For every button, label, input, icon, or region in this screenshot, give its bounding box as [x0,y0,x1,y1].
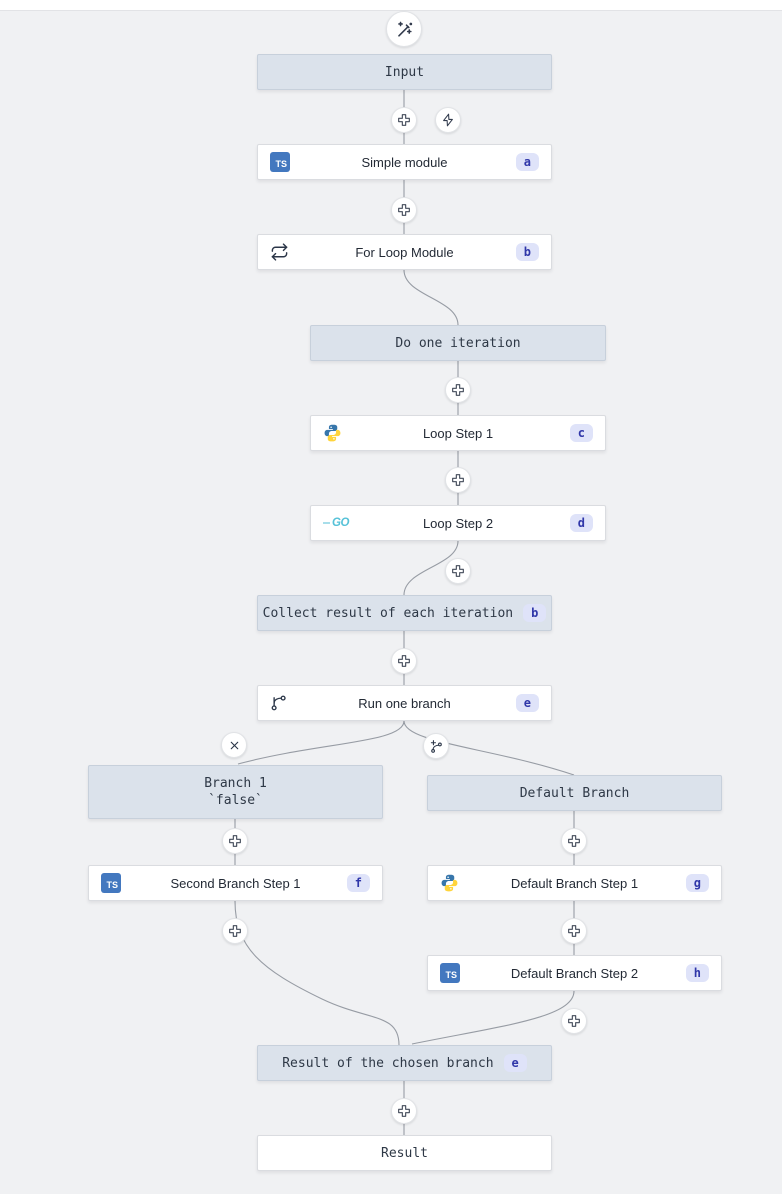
branch-condition: `false` [208,793,263,808]
insert-step-button[interactable] [445,377,471,403]
plus-icon [396,202,412,218]
node-label: Default Branch [519,785,630,801]
insert-step-button[interactable] [561,1008,587,1034]
node-default-branch-step-1[interactable]: Default Branch Step 1 g [427,865,722,901]
node-result[interactable]: Result [257,1135,552,1171]
typescript-icon: TS [270,152,290,172]
insert-step-button[interactable] [561,918,587,944]
node-label: Run one branch [358,695,451,711]
git-branch-icon [270,694,288,712]
insert-step-button[interactable] [222,828,248,854]
node-second-branch-step-1[interactable]: TS Second Branch Step 1 f [88,865,383,901]
node-for-loop-module[interactable]: For Loop Module b [257,234,552,270]
node-badge: e [515,694,539,712]
node-label: Do one iteration [395,335,521,351]
node-do-one-iteration[interactable]: Do one iteration [310,325,606,361]
insert-step-button[interactable] [561,828,587,854]
plus-icon [396,653,412,669]
node-label: For Loop Module [355,244,454,260]
add-branch-button[interactable] [423,733,449,759]
node-collect-result[interactable]: Collect result of each iteration b [257,595,552,631]
node-result-of-chosen-branch[interactable]: Result of the chosen branch e [257,1045,552,1081]
node-badge: b [515,243,539,261]
node-input[interactable]: Input [257,54,552,90]
ai-wand-button[interactable] [386,11,422,47]
node-badge: g [685,874,709,892]
branch-title: Branch 1 [204,776,267,791]
trigger-button[interactable] [435,107,461,133]
typescript-icon: TS [440,963,460,983]
plus-icon [450,472,466,488]
node-branch-1[interactable]: Branch 1 `false` [88,765,383,819]
insert-step-button[interactable] [391,197,417,223]
insert-step-button[interactable] [391,648,417,674]
golang-icon: GO [323,517,349,529]
node-label: Input [384,64,425,80]
remove-branch-button[interactable] [221,732,247,758]
plus-icon [566,833,582,849]
node-loop-step-1[interactable]: Loop Step 1 c [310,415,606,451]
loop-repeat-icon [270,243,289,262]
top-bar [0,0,782,11]
insert-step-button[interactable] [445,467,471,493]
insert-step-button[interactable] [391,107,417,133]
node-label: Result of the chosen branch [282,1055,494,1071]
node-badge: a [515,153,539,171]
plus-icon [450,563,466,579]
typescript-icon: TS [101,873,121,893]
node-label: Loop Step 1 [422,425,494,441]
node-badge: h [685,964,709,982]
node-run-one-branch[interactable]: Run one branch e [257,685,552,721]
node-label: Default Branch Step 1 [510,875,639,891]
node-badge: d [569,514,593,532]
plus-icon [396,112,412,128]
node-badge: f [346,874,370,892]
plus-icon [227,833,243,849]
insert-step-button[interactable] [222,918,248,944]
plus-icon [396,1103,412,1119]
node-label: Result [381,1145,428,1161]
node-default-branch-step-2[interactable]: TS Default Branch Step 2 h [427,955,722,991]
node-badge: b [523,604,547,622]
plus-icon [227,923,243,939]
plus-icon [566,1013,582,1029]
branch-plus-icon [429,739,444,754]
python-icon [440,874,459,893]
node-label: Loop Step 2 [422,515,494,531]
node-default-branch[interactable]: Default Branch [427,775,722,811]
plus-icon [450,382,466,398]
wand-sparkles-icon [395,20,414,39]
bolt-icon [441,113,455,127]
insert-step-button[interactable] [391,1098,417,1124]
node-label: Simple module [361,154,448,170]
python-icon [323,424,342,443]
node-label: Collect result of each iteration [262,605,514,621]
node-label: Default Branch Step 2 [510,965,639,981]
node-loop-step-2[interactable]: GO Loop Step 2 d [310,505,606,541]
node-label: Second Branch Step 1 [170,875,301,891]
plus-icon [566,923,582,939]
insert-step-button[interactable] [445,558,471,584]
x-icon [228,739,241,752]
node-badge: c [569,424,593,442]
node-badge: e [503,1054,527,1072]
node-simple-module[interactable]: TS Simple module a [257,144,552,180]
